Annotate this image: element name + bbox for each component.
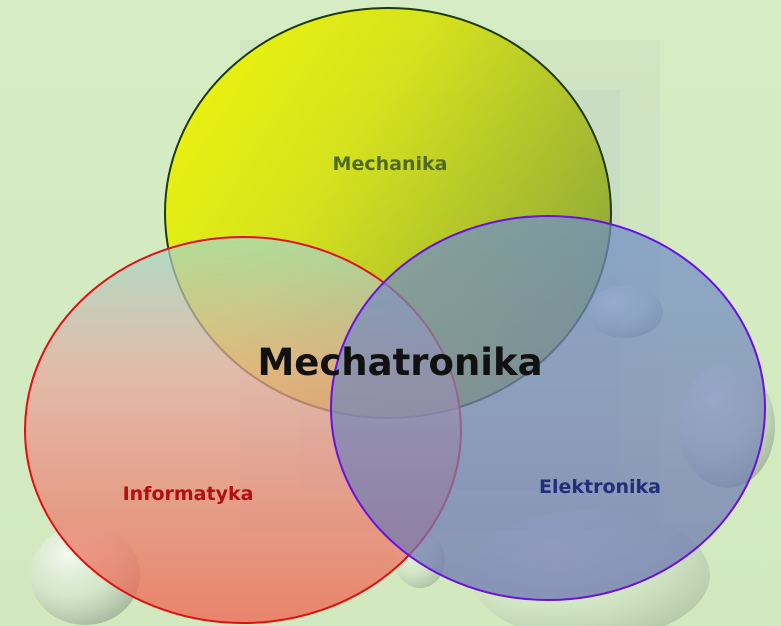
circle-elektronika [330,215,766,601]
label-mechatronika: Mechatronika [257,341,543,384]
label-elektronika: Elektronika [538,476,661,498]
label-informatyka: Informatyka [122,483,254,505]
label-mechanika: Mechanika [332,153,448,175]
